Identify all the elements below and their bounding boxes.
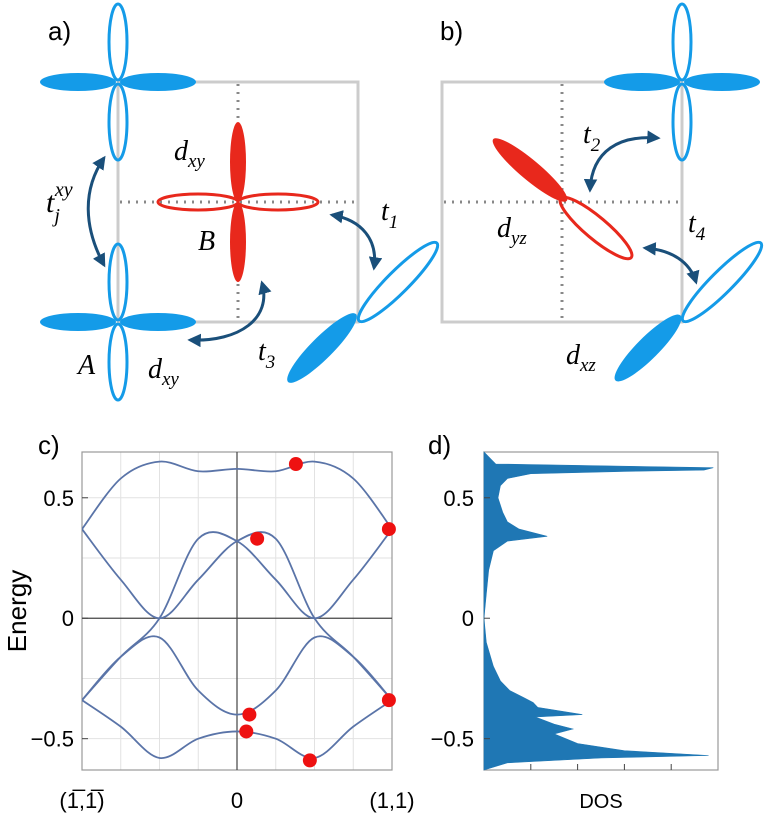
panel-a: a) xyxy=(40,2,440,402)
band-markers xyxy=(239,457,396,768)
unit-cell-box-b xyxy=(440,80,684,324)
band-marker-point xyxy=(250,531,265,546)
dos-y-ticks: 0.5 0 −0.5 xyxy=(431,486,490,752)
dos-area xyxy=(483,451,714,771)
blue-dxy-orbital-b-top xyxy=(604,2,760,162)
label-site-B: B xyxy=(198,226,215,257)
band-line xyxy=(82,460,392,530)
dos-y-tick-label: −0.5 xyxy=(431,727,474,752)
blue-tilted-orbital-a xyxy=(287,240,440,383)
dos-y-tick-label: 0.5 xyxy=(443,486,474,511)
label-d-xy-corner: dxy xyxy=(148,354,179,390)
label-t4: t4 xyxy=(688,208,706,245)
band-y-ticks: 0.5 0 −0.5 xyxy=(31,486,88,752)
band-marker-point xyxy=(239,724,254,739)
label-t-hop: tjxy xyxy=(46,179,73,227)
band-line xyxy=(82,635,392,716)
band-line xyxy=(82,699,392,759)
label-t1: t1 xyxy=(381,196,398,233)
label-d-yz: dyz xyxy=(497,213,527,249)
label-d-xz: dxz xyxy=(566,340,596,376)
panel-d-label: d) xyxy=(428,430,451,460)
dos-x-tick-marks xyxy=(530,764,672,770)
arrow-t3 xyxy=(187,280,272,348)
band-lines xyxy=(82,460,392,759)
band-axes xyxy=(82,452,392,770)
arrow-t2 xyxy=(583,130,661,193)
x-tick-label: 0 xyxy=(231,788,243,813)
arrow-t1 xyxy=(329,210,383,271)
arrow-t4 xyxy=(642,242,700,285)
red-dxy-orbital-B xyxy=(156,122,320,282)
red-dyz-orbital xyxy=(492,138,634,261)
y-tick-label: −0.5 xyxy=(31,727,74,752)
panel-b-label: b) xyxy=(440,16,463,46)
band-marker-point xyxy=(288,457,303,472)
label-d-xy-center: dxy xyxy=(174,136,205,172)
label-t3: t3 xyxy=(258,336,275,373)
blue-dxy-orbital-A xyxy=(40,242,196,402)
blue-dxy-orbital-top xyxy=(40,2,196,162)
band-marker-point xyxy=(381,522,396,537)
dos-y-tick-label: 0 xyxy=(462,606,474,631)
panel-c-label: c) xyxy=(38,430,60,460)
label-t2: t2 xyxy=(583,119,601,156)
energy-axis-label: Energy xyxy=(2,570,32,652)
panel-b: b) t2 t4 dyz dxz xyxy=(440,2,764,382)
panel-d: d) 0.5 0 −0.5 DOS xyxy=(428,430,719,813)
dos-axis-label: DOS xyxy=(579,791,622,813)
band-marker-point xyxy=(242,707,257,722)
blue-dxz-orbital xyxy=(614,240,764,382)
band-x-ticks: (1̅,1̅) 0 (1,1) xyxy=(59,788,414,813)
band-marker-point xyxy=(302,753,317,768)
y-tick-label: 0 xyxy=(62,606,74,631)
panel-c: c) 0.5 0 −0.5 (1̅,1̅) 0 (1,1) Energy xyxy=(2,430,415,813)
y-tick-label: 0.5 xyxy=(43,486,74,511)
label-site-A: A xyxy=(76,350,96,381)
band-marker-point xyxy=(381,693,396,708)
arrow-t-hop xyxy=(86,155,106,268)
x-tick-label: (1̅,1̅) xyxy=(59,788,104,813)
x-tick-label: (1,1) xyxy=(369,788,414,813)
panel-a-label: a) xyxy=(48,16,71,46)
